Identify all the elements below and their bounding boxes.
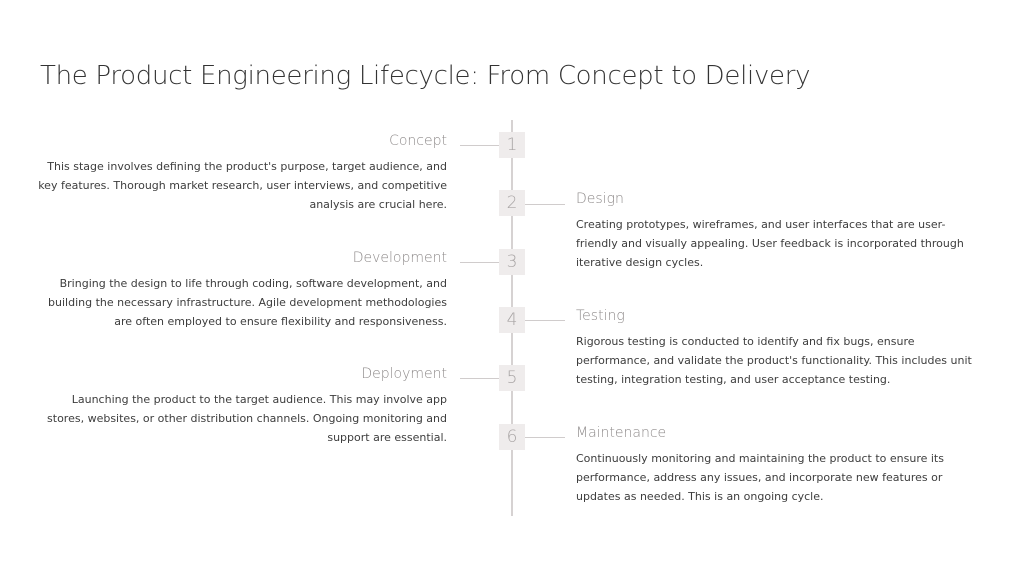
stage-5-connector [460,378,499,379]
stage-5-description: Launching the product to the target audi… [47,393,447,444]
stage-5-title: Deployment [361,366,447,382]
stage-2-number: 2 [499,190,525,216]
stage-2-description: Creating prototypes, wireframes, and use… [576,218,964,269]
stage-3-title: Development [352,250,447,266]
stage-3-description: Bringing the design to life through codi… [48,277,447,328]
stage-3-connector [460,262,499,263]
stage-1-description: This stage involves defining the product… [38,160,447,211]
page-title: The Product Engineering Lifecycle: From … [40,61,811,91]
stage-6-connector [525,437,565,438]
stage-4-number: 4 [499,307,525,333]
stage-6-title: Maintenance [576,425,667,441]
stage-6-number: 6 [499,424,525,450]
stage-4-connector [525,320,565,321]
stage-1-connector [460,145,499,146]
stage-3-number: 3 [499,249,525,275]
stage-2-title: Design [576,191,624,207]
stage-4-description: Rigorous testing is conducted to identif… [576,335,972,386]
stage-1-number: 1 [499,132,525,158]
stage-5-number: 5 [499,365,525,391]
stage-1-title: Concept [389,133,447,149]
stage-6-description: Continuously monitoring and maintaining … [576,452,944,503]
stage-2-connector [525,204,565,205]
stage-4-title: Testing [576,308,625,324]
